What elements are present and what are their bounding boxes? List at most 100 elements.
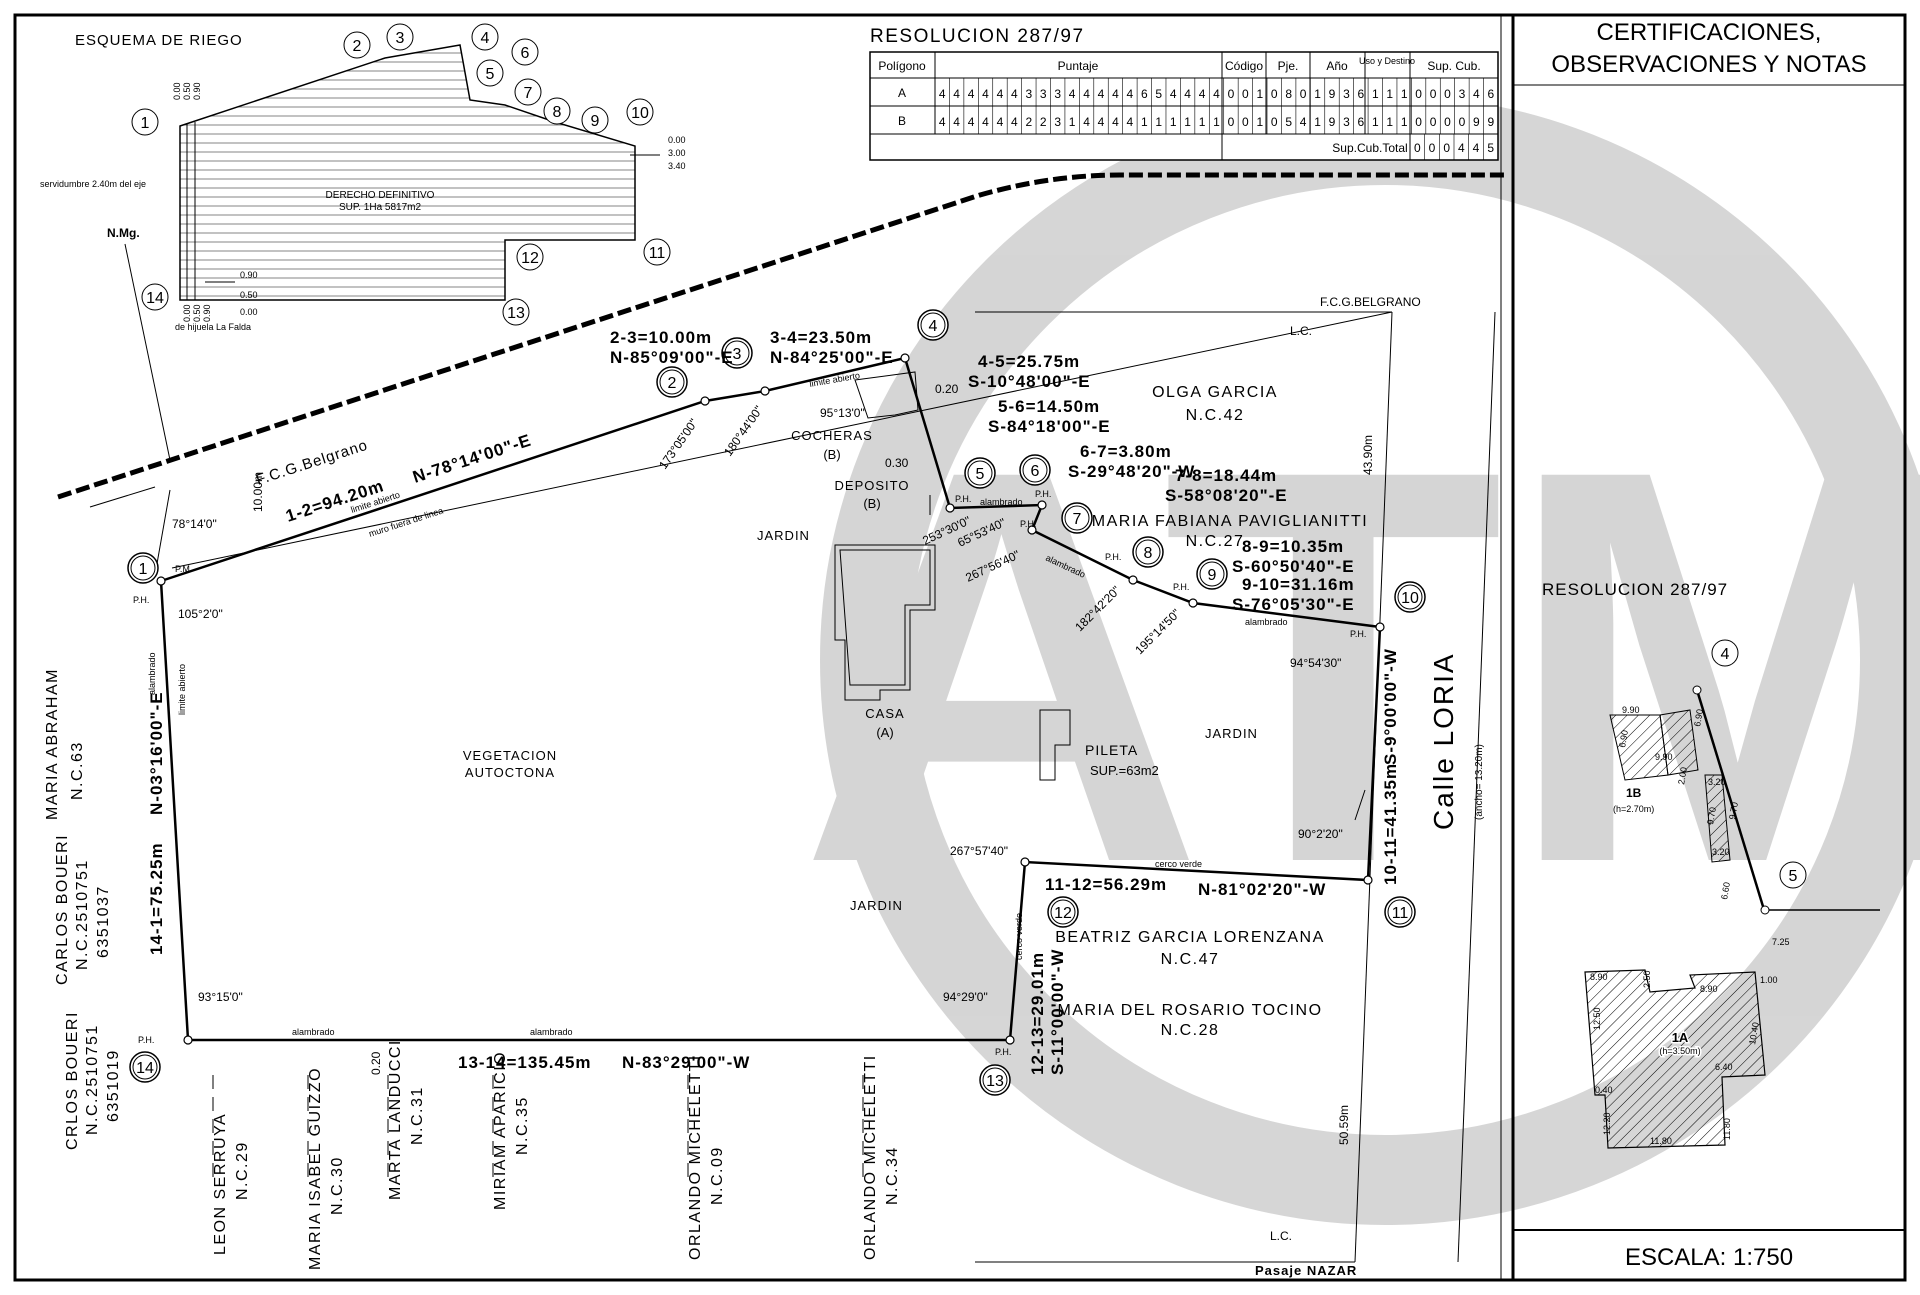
- svg-text:N.C.28: N.C.28: [1161, 1022, 1220, 1039]
- svg-text:(h=2.70m): (h=2.70m): [1613, 804, 1654, 814]
- table-digit: 4: [1112, 115, 1119, 129]
- table-digit: 6: [1487, 87, 1494, 101]
- svg-text:cerco verde: cerco verde: [1014, 913, 1024, 960]
- svg-text:VEGETACION: VEGETACION: [463, 748, 557, 763]
- svg-text:0.00: 0.00: [182, 304, 192, 322]
- table-digit: 0: [1459, 115, 1466, 129]
- table-digit: 3: [1054, 115, 1061, 129]
- svg-text:0.50: 0.50: [192, 304, 202, 322]
- svg-text:6.90: 6.90: [1617, 729, 1630, 748]
- neighbor-bottom-nc: N.C.34: [884, 1146, 901, 1205]
- table-digit: 9: [1329, 115, 1336, 129]
- svg-text:P.H.: P.H.: [1105, 552, 1121, 562]
- vertex-label: 4: [929, 318, 938, 335]
- table-digit: 1: [1372, 115, 1379, 129]
- table-digit: 0: [1242, 87, 1249, 101]
- table-digit: 4: [1083, 115, 1090, 129]
- vertex-badge-inner: [659, 369, 685, 395]
- svg-text:6.90: 6.90: [1692, 708, 1705, 727]
- table-digit: 0: [1430, 115, 1437, 129]
- table-digit: 4: [1098, 115, 1105, 129]
- railway-top-label: F.C.G.BELGRANO: [1320, 295, 1421, 309]
- svg-text:P.H.: P.H.: [1020, 519, 1036, 529]
- svg-text:P.H.: P.H.: [955, 494, 971, 504]
- neighbor-bottom-nc: N.C.35: [514, 1096, 531, 1155]
- svg-text:CRLOS BOUERI: CRLOS BOUERI: [64, 1011, 81, 1150]
- svg-text:3.20: 3.20: [1712, 847, 1730, 857]
- table-digit: 0: [1444, 87, 1451, 101]
- svg-text:DEPOSITO: DEPOSITO: [835, 478, 910, 493]
- vertex-label: 6: [1031, 463, 1040, 480]
- heading-line-2: OBSERVACIONES Y NOTAS: [1551, 51, 1866, 78]
- svg-text:(ancho= 13.20m): (ancho= 13.20m): [1474, 744, 1485, 820]
- svg-text:1.00: 1.00: [1760, 975, 1778, 985]
- watermark-text: ATM: [799, 353, 1920, 979]
- svg-text:0.30: 0.30: [885, 456, 909, 470]
- svg-text:5: 5: [1789, 868, 1798, 885]
- table-digit: 0: [1300, 87, 1307, 101]
- svg-text:S-84°18'00"-E: S-84°18'00"-E: [988, 417, 1111, 436]
- table-digit: 4: [953, 87, 960, 101]
- svg-text:7.25: 7.25: [1772, 937, 1790, 947]
- vertex-badge: [1019, 454, 1051, 486]
- table-total-digit: 4: [1473, 141, 1480, 155]
- neighbor-bottom-nc: N.C.29: [234, 1141, 251, 1200]
- vertex-badge: [1384, 896, 1416, 928]
- vertex-point: [760, 386, 770, 396]
- svg-text:P.H.: P.H.: [1035, 489, 1051, 499]
- svg-text:alambrado: alambrado: [980, 497, 1023, 507]
- svg-text:6: 6: [521, 45, 530, 62]
- svg-text:N.C.47: N.C.47: [1161, 951, 1220, 968]
- svg-text:N.C.42: N.C.42: [1186, 407, 1245, 424]
- table-digit: 4: [997, 115, 1004, 129]
- table-digit: 1: [1069, 115, 1076, 129]
- table-total-digit: 0: [1414, 141, 1421, 155]
- svg-text:12.20: 12.20: [1602, 1112, 1612, 1135]
- svg-text:Pje.: Pje.: [1278, 59, 1299, 73]
- svg-text:P.H.: P.H.: [995, 1047, 1011, 1057]
- svg-text:11.80: 11.80: [1650, 1136, 1672, 1146]
- svg-text:2: 2: [353, 38, 362, 55]
- svg-text:4-5=25.75m: 4-5=25.75m: [978, 352, 1080, 371]
- svg-text:S-60°50'40"-E: S-60°50'40"-E: [1232, 557, 1355, 576]
- table-digit: 0: [1228, 115, 1235, 129]
- vertex-label: 8: [1144, 545, 1153, 562]
- neighbor-bottom-name: MIRIAM APARICIO: [492, 1051, 509, 1210]
- vertex-point: [900, 353, 910, 363]
- svg-text:8-9=10.35m: 8-9=10.35m: [1242, 537, 1344, 556]
- vertex-point: [156, 576, 166, 586]
- svg-text:P.H.: P.H.: [138, 1035, 154, 1045]
- svg-text:Polígono: Polígono: [878, 59, 926, 73]
- svg-text:0.50: 0.50: [182, 82, 192, 100]
- svg-text:N.C.63: N.C.63: [69, 741, 86, 800]
- svg-text:3.20: 3.20: [1708, 777, 1726, 787]
- table-digit: 4: [968, 87, 975, 101]
- easement: servidumbre 2.40m del eje: [40, 179, 146, 189]
- svg-text:PILETA: PILETA: [1085, 742, 1138, 758]
- svg-text:N-83°29'00"-W: N-83°29'00"-W: [622, 1053, 750, 1072]
- svg-text:MARIA ABRAHAM: MARIA ABRAHAM: [44, 668, 61, 820]
- table-digit: 9: [1329, 87, 1336, 101]
- table-digit: 0: [1228, 87, 1235, 101]
- svg-text:180°44'00": 180°44'00": [721, 403, 766, 459]
- vertex-point: [1037, 500, 1047, 510]
- svg-text:N.C.2510751: N.C.2510751: [74, 859, 91, 970]
- vertex-label: 9: [1208, 567, 1217, 584]
- svg-text:13-14=135.45m: 13-14=135.45m: [458, 1053, 592, 1072]
- table-total-digit: 0: [1429, 141, 1436, 155]
- vertex-label: 13: [986, 1073, 1004, 1090]
- table-digit: 4: [982, 87, 989, 101]
- svg-text:MARIA DEL ROSARIO TOCINO: MARIA DEL ROSARIO TOCINO: [1057, 1002, 1322, 1019]
- vertex-badge-inner: [1397, 584, 1423, 610]
- table-digit: 4: [953, 115, 960, 129]
- svg-text:11.80: 11.80: [1722, 1118, 1732, 1140]
- table-digit: 1: [1372, 87, 1379, 101]
- table-digit: 4: [982, 115, 989, 129]
- svg-text:JARDIN: JARDIN: [850, 898, 903, 913]
- table-digit: 1: [1213, 115, 1220, 129]
- table-digit: 4: [939, 115, 946, 129]
- svg-text:50.59m: 50.59m: [1337, 1105, 1351, 1145]
